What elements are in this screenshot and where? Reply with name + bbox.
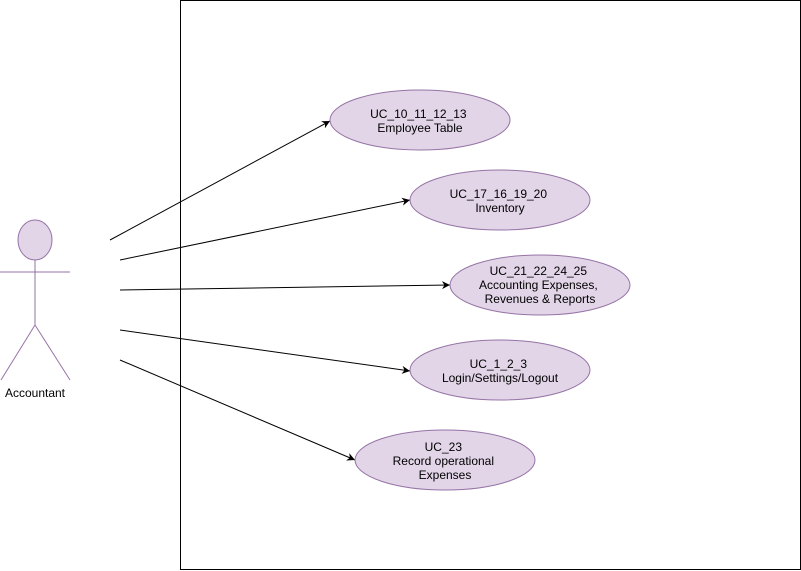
use-case-ellipse xyxy=(409,339,591,401)
svg-text:UC_17_16_19_20 Inventory: UC_17_16_19_20 Inventory xyxy=(450,187,551,215)
svg-text:UC_23 Record operational: UC_23 Record operational Expenses xyxy=(393,440,498,482)
use-case-title: Login/Settings/Logout xyxy=(442,371,559,385)
use-case-ellipse xyxy=(329,89,511,151)
svg-text:UC_21_22_24_25 Accountin: UC_21_22_24_25 Accounting Expenses, Reve… xyxy=(479,264,601,306)
actor-head xyxy=(17,219,53,261)
use-case-title-line-2: Revenues & Reports xyxy=(485,292,596,306)
use-case-id: UC_23 xyxy=(425,440,463,454)
use-case-id: UC_1_2_3 xyxy=(470,357,528,371)
use-case-login-settings-logout[interactable]: UC_1_2_3 Login/Settings/Logout xyxy=(409,339,591,401)
use-case-id: UC_17_16_19_20 xyxy=(450,187,548,201)
actor-right-leg xyxy=(34,324,71,381)
use-case-id: UC_21_22_24_25 xyxy=(490,264,588,278)
use-case-ellipse xyxy=(354,429,536,491)
association-arrow-login xyxy=(119,329,411,374)
actor-accountant[interactable]: Accountant xyxy=(0,219,71,400)
use-case-accounting-reports[interactable]: UC_21_22_24_25 Accounting Expenses, Reve… xyxy=(449,254,631,316)
use-case-title: Inventory xyxy=(475,201,524,215)
association-arrow-employee-table xyxy=(109,120,331,241)
use-case-ellipse xyxy=(449,254,631,316)
association-arrow-inventory xyxy=(119,197,411,261)
association-arrow-accounting xyxy=(119,281,451,291)
use-case-employee-table[interactable]: UC_10_11_12_13 Employee Table xyxy=(329,89,511,151)
use-case-title: Accounting Expenses, xyxy=(479,278,598,292)
association-arrow-record-expenses xyxy=(119,359,356,461)
use-case-ellipse xyxy=(409,169,591,231)
actor-label: Accountant xyxy=(5,386,66,400)
svg-text:UC_10_11_12_13 Employee: UC_10_11_12_13 Employee Table xyxy=(370,107,470,135)
use-case-inventory[interactable]: UC_17_16_19_20 Inventory xyxy=(409,169,591,231)
use-case-record-operational-expenses[interactable]: UC_23 Record operational Expenses xyxy=(354,429,536,491)
use-case-title-line-2: Expenses xyxy=(419,468,472,482)
svg-text:UC_1_2_3 Login/Settings/: UC_1_2_3 Login/Settings/Logout xyxy=(442,357,559,385)
associations xyxy=(109,120,451,461)
use-case-id: UC_10_11_12_13 xyxy=(370,107,467,121)
actor-left-leg xyxy=(0,324,36,381)
use-case-title: Record operational xyxy=(393,454,494,468)
use-case-title: Employee Table xyxy=(377,121,462,135)
